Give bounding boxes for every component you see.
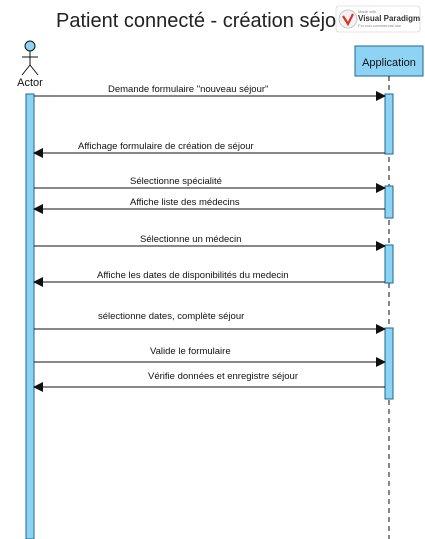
diagram-title: Patient connecté - création séjour xyxy=(56,10,354,32)
application-activation-bar xyxy=(384,93,394,155)
actor-label: Actor xyxy=(17,77,43,89)
message-9: Vérifie données et enregistre séjour xyxy=(33,371,385,392)
message-1: Demande formulaire "nouveau séjour" xyxy=(34,84,386,101)
message-label: Vérifie données et enregistre séjour xyxy=(148,371,298,382)
message-label: sélectionne dates, complète séjour xyxy=(98,311,244,322)
message-label: Affiche liste des médecins xyxy=(130,197,240,208)
watermark-line3: For non-commercial use xyxy=(358,23,402,28)
message-6: Affiche les dates de disponibilités du m… xyxy=(33,270,385,287)
visual-paradigm-logo-icon xyxy=(338,9,358,29)
actor-activation-bar xyxy=(25,93,35,539)
watermark-brand: Visual Paradigm xyxy=(358,14,420,23)
message-label: Sélectionne spécialité xyxy=(130,176,222,187)
application-activation-bar xyxy=(384,185,394,219)
message-label: Demande formulaire "nouveau séjour" xyxy=(108,84,268,95)
message-4: Affiche liste des médecins xyxy=(33,197,385,214)
actor-icon xyxy=(21,40,39,76)
message-7: sélectionne dates, complète séjour xyxy=(34,311,386,334)
visual-paradigm-watermark: Made with Visual Paradigm For non-commer… xyxy=(335,5,421,33)
application-activations xyxy=(384,93,394,400)
message-5: Sélectionne un médecin xyxy=(34,234,386,251)
messages: Demande formulaire "nouveau séjour" Affic… xyxy=(33,84,386,392)
application-label: Application xyxy=(362,57,416,69)
application-activation-bar xyxy=(384,244,394,284)
message-2: Affichage formulaire de création de séjo… xyxy=(33,141,385,158)
message-label: Valide le formulaire xyxy=(150,346,231,357)
message-label: Affichage formulaire de création de séjo… xyxy=(78,141,254,152)
watermark-line1: Made with xyxy=(358,9,376,14)
message-8: Valide le formulaire xyxy=(34,346,386,367)
message-3: Sélectionne spécialité xyxy=(34,176,386,193)
message-label: Sélectionne un médecin xyxy=(140,234,241,245)
message-label: Affiche les dates de disponibilités du m… xyxy=(97,270,289,281)
application-activation-bar xyxy=(384,327,394,400)
